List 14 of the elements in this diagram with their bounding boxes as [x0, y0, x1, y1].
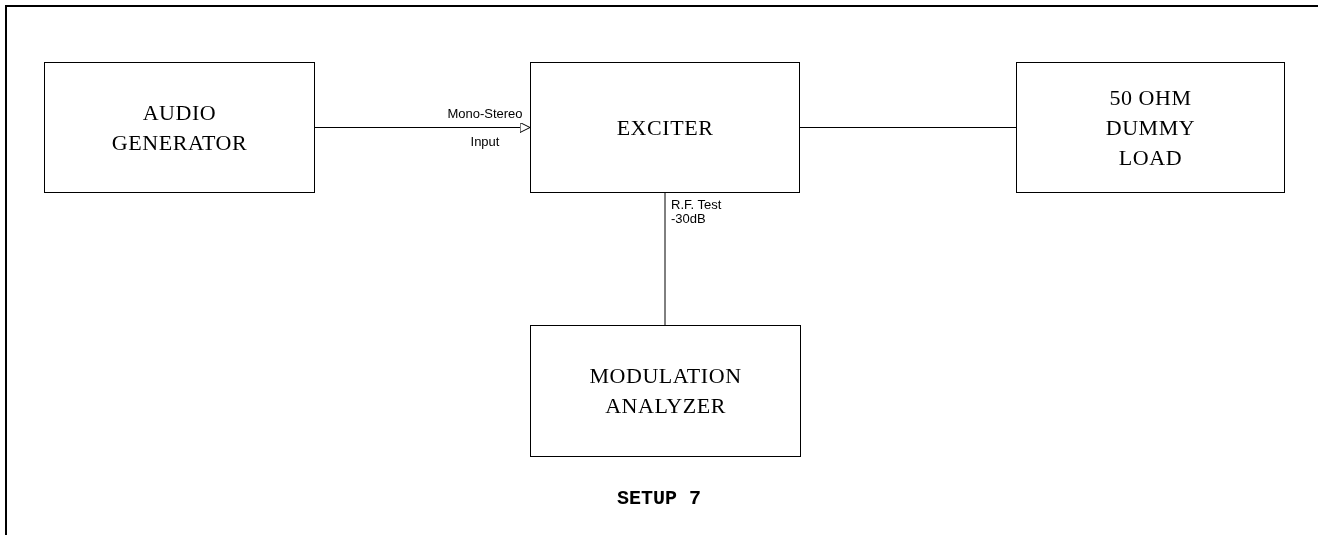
block-label: AUDIO GENERATOR [110, 98, 249, 157]
connector-line [799, 127, 1017, 128]
connector-line [664, 192, 666, 326]
block-box [530, 62, 800, 193]
block-label: MODULATION ANALYZER [588, 362, 743, 420]
block-label: EXCITER [616, 113, 714, 142]
block-box [530, 325, 801, 457]
edge-label: Mono-Stereo Input [446, 104, 524, 151]
block-box [1016, 62, 1285, 193]
block-label: 50 OHM DUMMY LOAD [1104, 83, 1197, 172]
block-box [44, 62, 315, 193]
arrow [314, 122, 531, 133]
edge-label: R.F. Test -30dB [671, 198, 723, 226]
caption: SETUP 7 [616, 486, 702, 512]
